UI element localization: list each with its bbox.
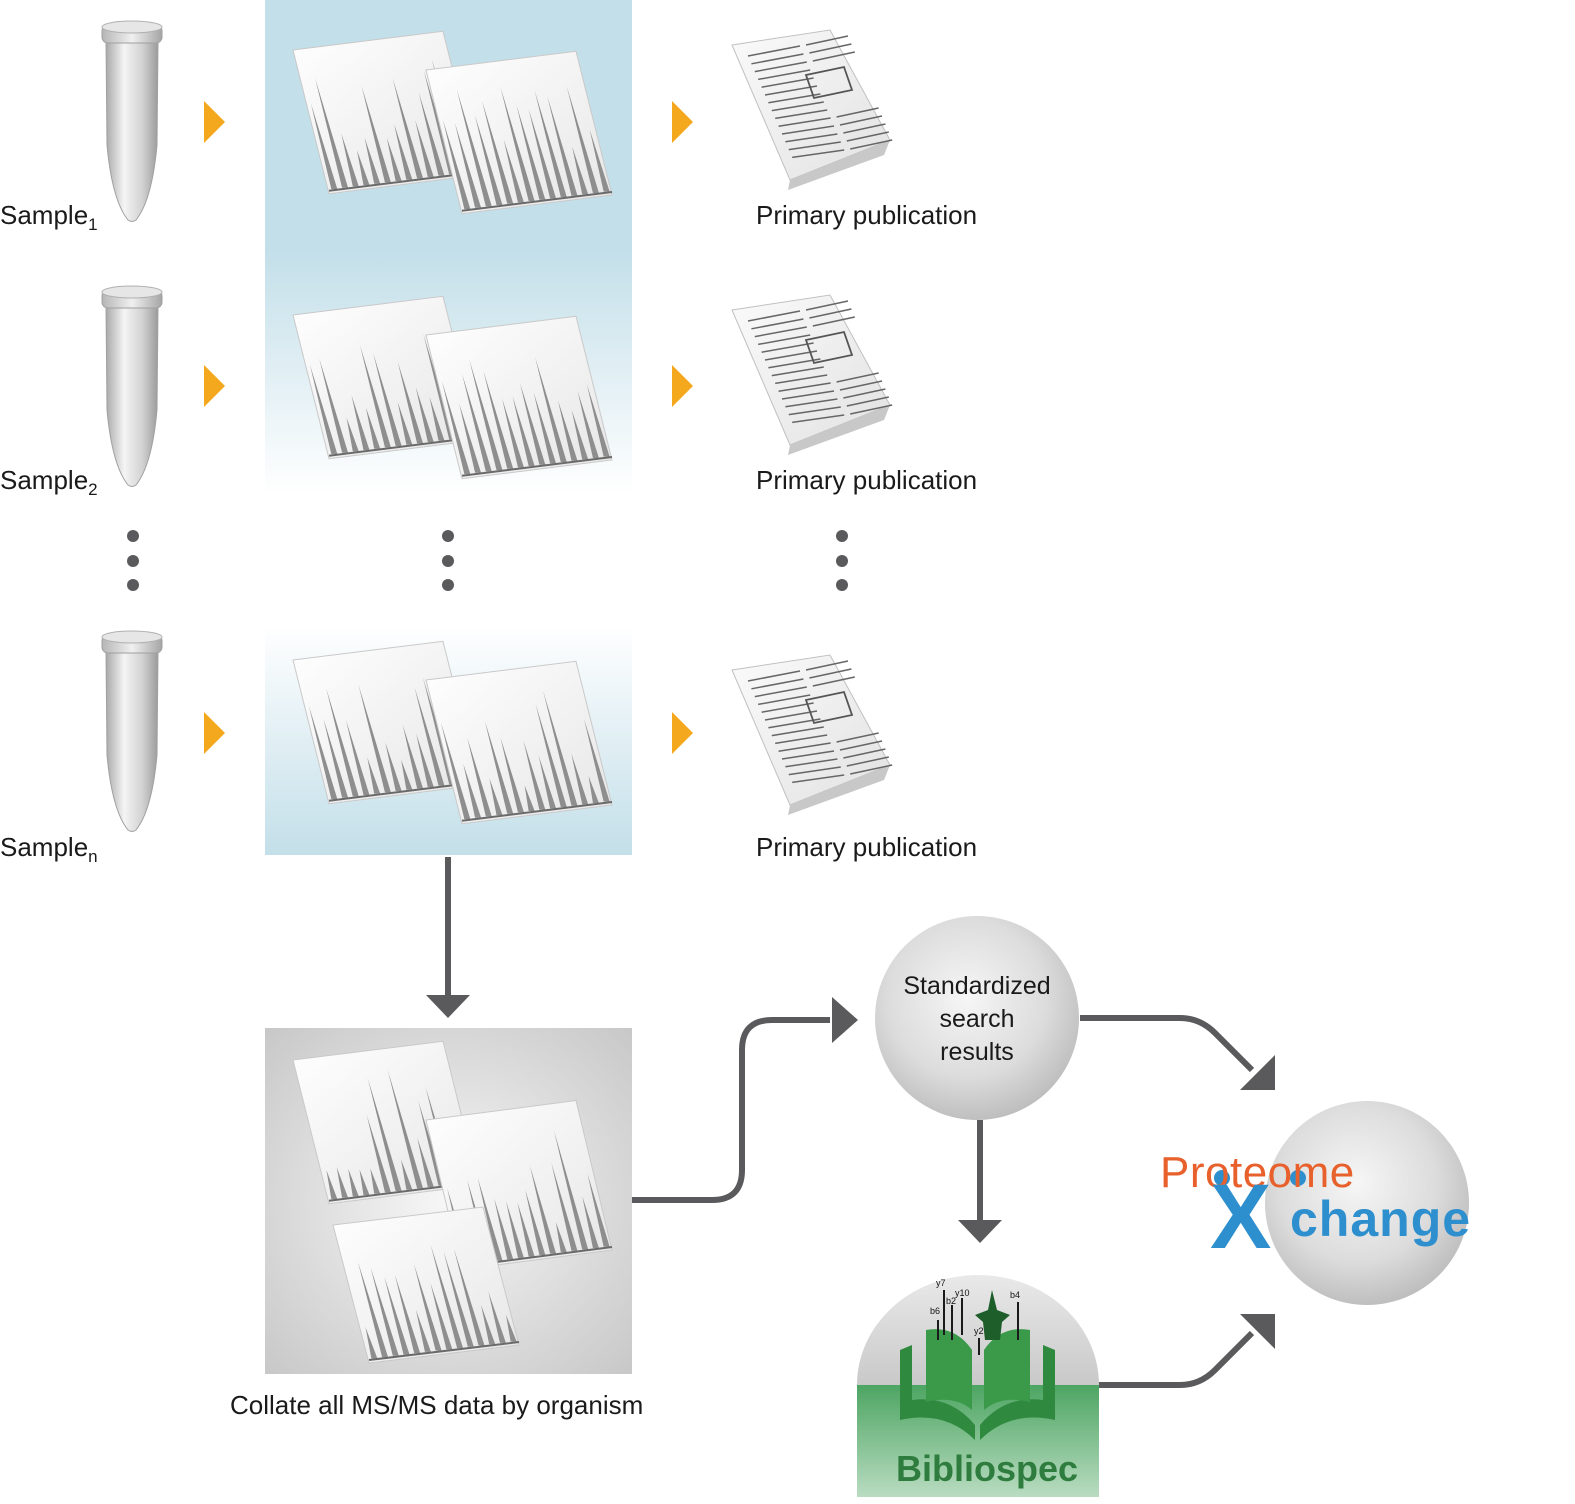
spectrum-sheet (425, 50, 613, 215)
orange-arrow-icon (672, 365, 693, 407)
arrow-bibliospec-to-proteome (1098, 1330, 1255, 1388)
ellipsis-dot (836, 555, 848, 567)
standardized-results-sphere (875, 916, 1079, 1120)
ellipsis-dot (442, 555, 454, 567)
sample-tube-icon (101, 630, 163, 832)
ellipsis-dot (442, 579, 454, 591)
sample-label-n: Samplen (0, 832, 98, 866)
xchange-x-glyph: X (1210, 1166, 1272, 1268)
ion-label: y7 (936, 1278, 946, 1288)
arrowheads (426, 995, 1275, 1349)
ellipsis-dot (836, 579, 848, 591)
logo-dot-icon (1290, 1170, 1306, 1186)
ion-label: b4 (1010, 1290, 1021, 1300)
bibliospec-label: Bibliospec (896, 1448, 1079, 1489)
logo-dot-icon (1214, 1170, 1230, 1186)
publication-document-icon (731, 294, 893, 455)
orange-arrow-icon (204, 365, 225, 407)
spectrum-sheet (425, 315, 613, 480)
ion-label: b2 (946, 1296, 957, 1306)
arrow-standardized-to-proteome (1080, 1015, 1255, 1073)
sample-label-2: Sample2 (0, 465, 98, 499)
publication-label-2: Primary publication (756, 465, 978, 495)
ellipsis-dot (442, 530, 454, 542)
orange-arrow-icon (204, 712, 225, 754)
orange-arrow-icon (672, 712, 693, 754)
sample-tube-icon (101, 20, 163, 222)
standardized-label-line: search (939, 1005, 1015, 1033)
standardized-label-line: results (940, 1038, 1014, 1066)
collate-label: Collate all MS/MS data by organism (230, 1390, 644, 1420)
publication-document-icon (731, 654, 893, 815)
sample-label-1: Sample1 (0, 200, 98, 234)
ion-label: y10 (955, 1288, 970, 1298)
xchange-label: change (1290, 1191, 1472, 1247)
publication-document-icon (731, 29, 893, 190)
ellipsis-dot (127, 579, 139, 591)
flow-connectors (445, 857, 1255, 1388)
spectrum-sheet (332, 1206, 520, 1364)
ellipsis-dot (836, 530, 848, 542)
ellipsis-dot (127, 530, 139, 542)
publication-label-n: Primary publication (756, 832, 978, 862)
ion-label: y2 (974, 1326, 984, 1336)
orange-arrow-icon (204, 101, 225, 143)
standardized-label-line: Standardized (903, 972, 1051, 1000)
bibliospec-logo (857, 1275, 1099, 1497)
arrow-to-standardized (632, 1017, 830, 1203)
orange-arrow-icon (672, 101, 693, 143)
proteome-label: Proteome (1160, 1148, 1355, 1197)
spectrum-sheet (425, 660, 613, 825)
standardized-results-label: Standardized search results (877, 970, 1077, 1069)
ellipsis-dot (127, 555, 139, 567)
proteomexchange-sphere (1265, 1101, 1469, 1305)
publication-label-1: Primary publication (756, 200, 978, 230)
sample-tube-icon (101, 285, 163, 487)
ion-label: b6 (930, 1306, 941, 1316)
